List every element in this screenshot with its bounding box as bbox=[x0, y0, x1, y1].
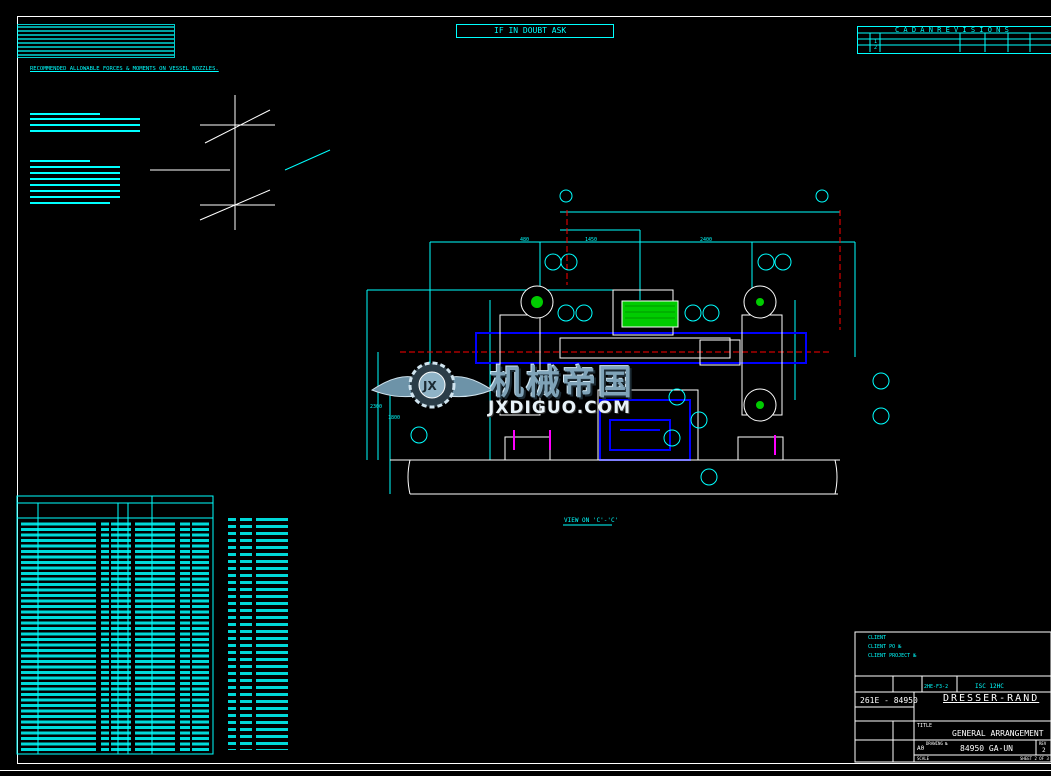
connection-list-rows bbox=[19, 520, 211, 752]
view-label: VIEW ON 'C'-'C' bbox=[564, 517, 619, 524]
client-label: CLIENT bbox=[868, 635, 887, 641]
dimension-480: 480 bbox=[520, 237, 530, 243]
size-value: A0 bbox=[917, 745, 925, 752]
nozzle-loads-title: RECOMMENDED ALLOWABLE FORCES & MOMENTS O… bbox=[30, 66, 219, 72]
dimension-2300: 2300 bbox=[370, 404, 383, 410]
connection-notes bbox=[228, 518, 288, 750]
revision-2: 2 bbox=[874, 45, 878, 51]
dimension-1450: 1450 bbox=[585, 237, 598, 243]
revisions-title: C A D A N R E V I S I O N S bbox=[895, 26, 1009, 34]
cooler-icon bbox=[621, 300, 679, 328]
watermark-chinese: 机械帝国 bbox=[490, 363, 634, 403]
rev-label: REV bbox=[1039, 741, 1047, 746]
dimension-2400: 2400 bbox=[700, 237, 713, 243]
drawing-frame bbox=[17, 16, 1051, 764]
company-name: DRESSER-RAND bbox=[943, 693, 1040, 704]
drawing-no-label: DRAWING № bbox=[926, 741, 948, 746]
revision-1: 1 bbox=[874, 39, 878, 45]
revisions-table bbox=[857, 26, 1051, 54]
drawing-no: 84950 GA-UN bbox=[960, 744, 1013, 753]
notice-text: IF IN DOUBT ASK bbox=[494, 26, 567, 35]
drawing-title: GENERAL ARRANGEMENT bbox=[952, 729, 1044, 738]
notice-box bbox=[456, 24, 614, 38]
type-value: 2HE-F3-2 bbox=[924, 684, 949, 690]
revisions-grid bbox=[857, 32, 1051, 52]
compressor-assembly bbox=[366, 189, 890, 495]
cards-to-value: ISC 12HC bbox=[975, 683, 1004, 690]
title-label: TITLE bbox=[917, 723, 933, 729]
scale-label: SCALE bbox=[917, 756, 930, 761]
drawing-number: 261E - 84950 bbox=[860, 696, 918, 705]
general-notes-box bbox=[17, 24, 175, 58]
sheet-number: SHEET 2 OF 3 bbox=[1020, 756, 1049, 761]
nozzle-axis-sketch bbox=[150, 95, 331, 230]
dimension-1800: 1800 bbox=[388, 415, 401, 421]
rev-value: 2 bbox=[1042, 747, 1046, 754]
bottom-border bbox=[0, 770, 1051, 771]
client-project-label: CLIENT PROJECT № bbox=[868, 653, 917, 659]
title-block-frame bbox=[854, 631, 1051, 763]
client-po-label: CLIENT PO № bbox=[868, 644, 902, 650]
watermark-english: JXDIGUO.COM bbox=[488, 398, 632, 418]
nozzle-notes-text bbox=[30, 113, 140, 204]
